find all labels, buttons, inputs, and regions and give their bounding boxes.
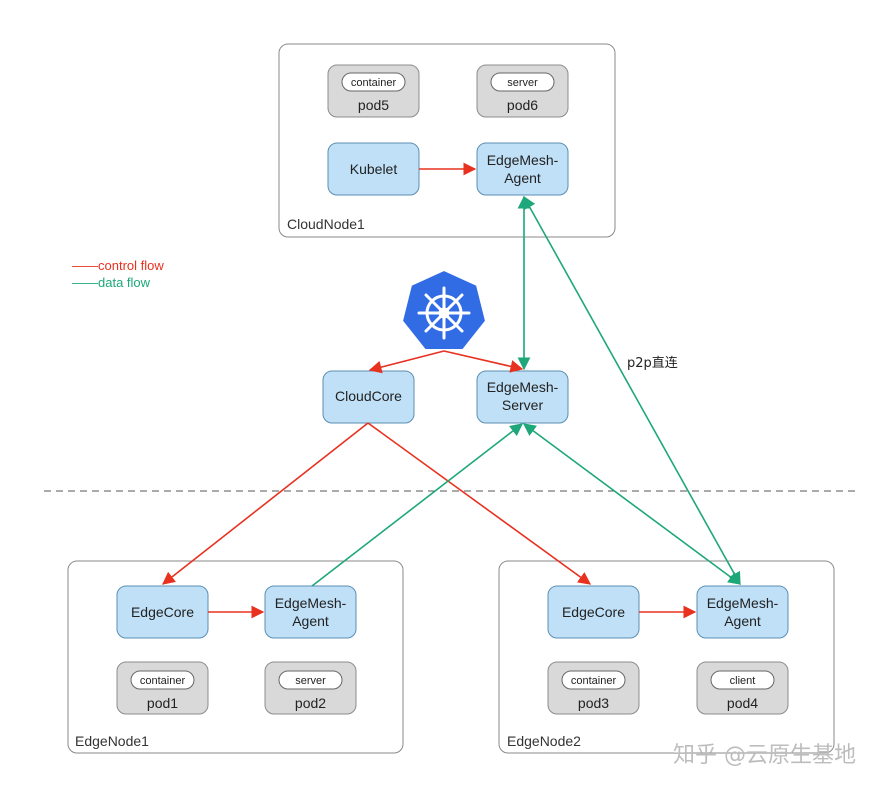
cloudnode1-cluster: CloudNode1 container pod5 server pod6 Ku… — [278, 43, 616, 238]
server-label-2: Server — [502, 397, 544, 413]
kubelet-label: Kubelet — [350, 161, 398, 177]
edgenode2-cluster: EdgeNode2 EdgeCore EdgeMesh- Agent conta… — [498, 560, 835, 754]
cloudcore-box[interactable]: CloudCore — [322, 370, 415, 424]
cloud-edgemesh-agent-box[interactable]: EdgeMesh- Agent — [476, 142, 569, 196]
edgenode1-cluster: EdgeNode1 EdgeCore EdgeMesh- Agent conta… — [67, 560, 404, 754]
pod1-name: pod1 — [147, 695, 178, 711]
k8s-to-cloudcore-arrow — [368, 350, 445, 374]
pod2-tag: server — [295, 675, 326, 687]
pod4-tag: client — [730, 675, 756, 687]
pod3-name: pod3 — [578, 695, 609, 711]
p2p-annotation: p2p直连 — [627, 355, 678, 371]
watermark: 知乎 @云原生基地 — [673, 743, 856, 768]
pod6[interactable]: server pod6 — [476, 64, 569, 118]
pod4[interactable]: client pod4 — [696, 661, 789, 715]
edge1-agent-label-1: EdgeMesh- — [275, 595, 347, 611]
pod6-name: pod6 — [507, 97, 538, 113]
server-to-agent2-link — [522, 423, 742, 585]
cloudcore-to-edgecore2-arrow — [367, 422, 592, 585]
kubernetes-helm-icon — [400, 268, 488, 351]
server-label-1: EdgeMesh- — [487, 379, 559, 395]
pod2-name: pod2 — [295, 695, 326, 711]
kubelet-box[interactable]: Kubelet — [327, 142, 420, 196]
cloudcore-label: CloudCore — [335, 388, 402, 404]
cloudnode1-label: CloudNode1 — [287, 216, 365, 232]
edgenode1-edgecore-box[interactable]: EdgeCore — [116, 585, 209, 639]
edgenode2-edgecore-box[interactable]: EdgeCore — [547, 585, 640, 639]
pod6-tag: server — [507, 77, 538, 89]
edge2-agent-label-2: Agent — [724, 613, 761, 629]
agent1-to-server-link — [311, 423, 524, 587]
pod2[interactable]: server pod2 — [264, 661, 357, 715]
edge2-agent-label-1: EdgeMesh- — [707, 595, 779, 611]
pod4-name: pod4 — [727, 695, 758, 711]
pod3-tag: container — [571, 675, 617, 687]
edgenode2-label: EdgeNode2 — [507, 733, 581, 749]
legend: ——control flow ——data flow — [72, 258, 164, 290]
edgenode2-edgemesh-agent-box[interactable]: EdgeMesh- Agent — [696, 585, 789, 639]
pod1[interactable]: container pod1 — [116, 661, 209, 715]
cloudcore-to-edgecore1-arrow — [161, 422, 369, 585]
cloud-agent-label-1: EdgeMesh- — [487, 152, 559, 168]
pod5-name: pod5 — [358, 97, 389, 113]
legend-control-flow: ——control flow — [72, 258, 164, 273]
edgemesh-server-box[interactable]: EdgeMesh- Server — [476, 370, 569, 424]
edgenode1-label: EdgeNode1 — [75, 733, 149, 749]
cloud-agent-label-2: Agent — [504, 170, 541, 186]
edgenode1-edgemesh-agent-box[interactable]: EdgeMesh- Agent — [264, 585, 357, 639]
pod1-tag: container — [140, 675, 186, 687]
edge1-edgecore-label: EdgeCore — [131, 604, 194, 620]
legend-data-flow: ——data flow — [72, 275, 151, 290]
edge1-agent-label-2: Agent — [292, 613, 329, 629]
pod5[interactable]: container pod5 — [327, 64, 420, 118]
edge2-edgecore-label: EdgeCore — [562, 604, 625, 620]
pod5-tag: container — [351, 77, 397, 89]
pod3[interactable]: container pod3 — [547, 661, 640, 715]
k8s-to-server-arrow — [443, 350, 524, 373]
